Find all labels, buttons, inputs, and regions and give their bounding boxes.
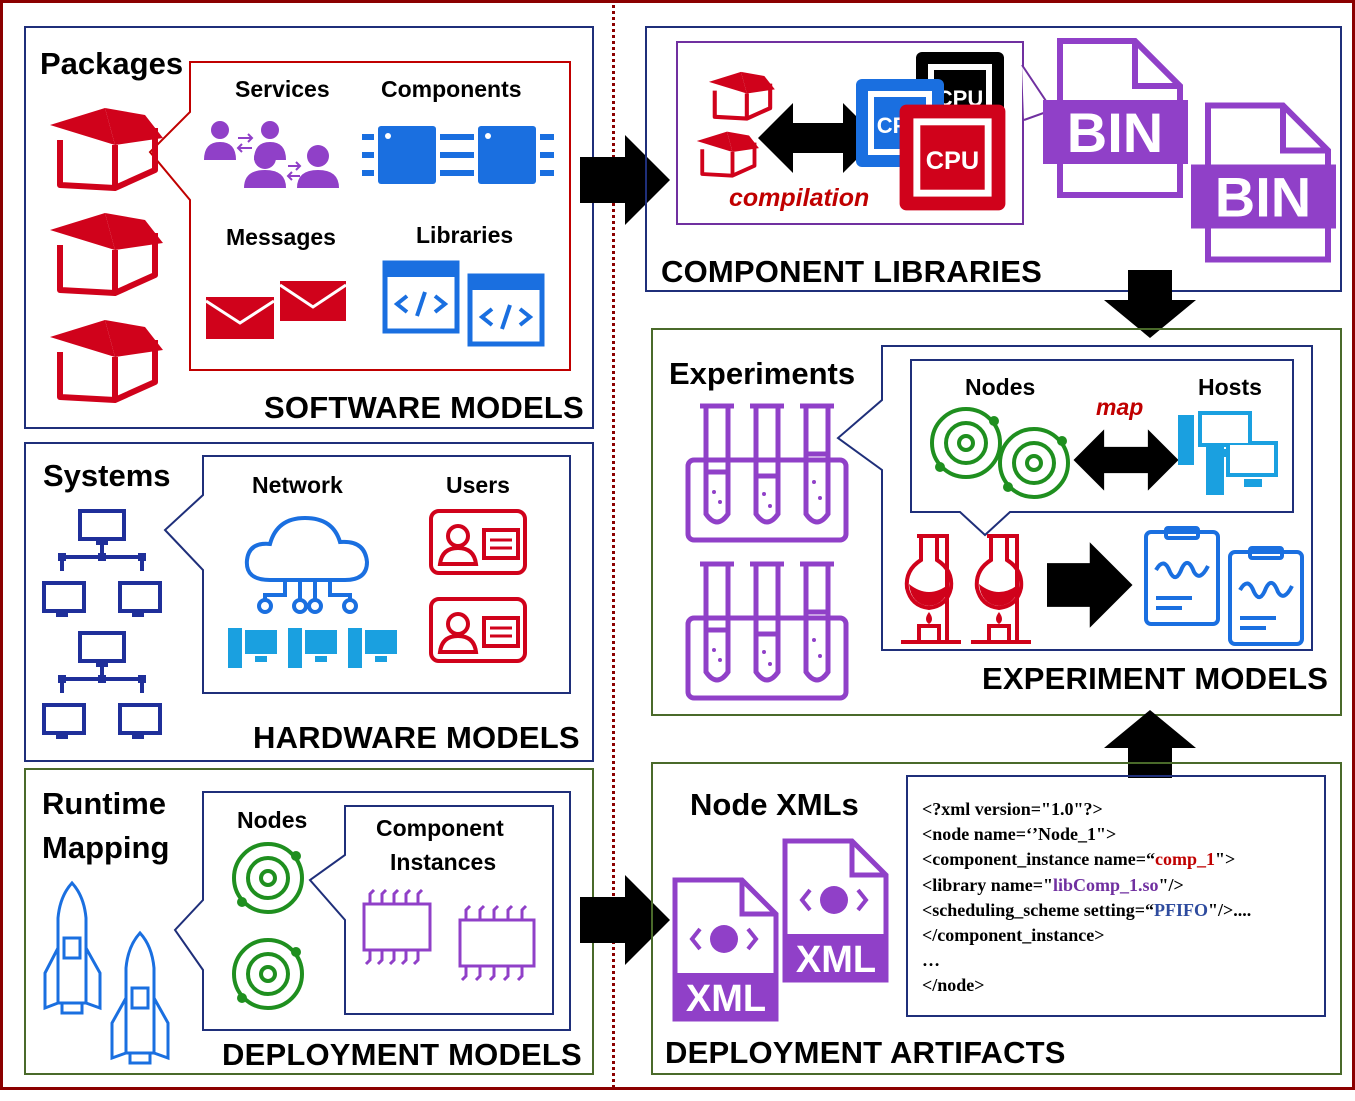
- hardware-models-panel: [24, 442, 594, 762]
- map-label: map: [1096, 394, 1144, 420]
- package-box-icon: [50, 320, 163, 403]
- arrow-software-to-libraries: [580, 135, 670, 225]
- components-label: Components: [381, 76, 522, 102]
- messages-label: Messages: [226, 224, 336, 250]
- deployment-artifacts-title: DEPLOYMENT ARTIFACTS: [665, 1035, 1066, 1070]
- compilation-inner-box: [676, 41, 1024, 225]
- code-text: ">: [1215, 849, 1236, 870]
- arrow-artifacts-to-experiments: [1104, 710, 1196, 778]
- libraries-icon: [382, 260, 545, 347]
- lab-burner-icon: [901, 534, 1031, 644]
- hosts-label: Hosts: [1198, 374, 1262, 400]
- code-value-sched: PFIFO: [1154, 899, 1209, 920]
- code-value-lib: libComp_1.so: [1053, 874, 1159, 895]
- bin-file-icon: BIN: [1043, 38, 1188, 198]
- xml-file-icon: XML: [782, 838, 889, 983]
- code-text: <library name=": [922, 874, 1053, 895]
- divider-line: [612, 0, 615, 1088]
- deployment-artifacts-panel: [651, 762, 1342, 1075]
- cloud-network-icon: [228, 515, 397, 668]
- deployment-nodes-label: Nodes: [237, 807, 308, 833]
- svg-text:BIN: BIN: [1067, 101, 1163, 164]
- network-topology-icon: [42, 509, 162, 739]
- code-line: <component_instance name=“comp_1">: [922, 847, 1251, 872]
- code-line: <scheduling_scheme setting=“PFIFO"/>....: [922, 898, 1251, 923]
- code-text: "/>: [1158, 874, 1184, 895]
- compilation-label: compilation: [729, 184, 870, 212]
- arrow-experiment-to-results: [1047, 542, 1133, 628]
- hosts-computers-icon: [1178, 411, 1278, 495]
- map-double-arrow-icon: [1073, 429, 1179, 491]
- arrow-libraries-to-experiments: [1104, 270, 1196, 338]
- network-label: Network: [252, 472, 343, 498]
- code-line: </component_instance>: [922, 925, 1105, 946]
- xml-code-snippet: <?xml version="1.0"?> <node name=‘’Node_1…: [922, 797, 1251, 999]
- node-orbit-icon: [232, 842, 304, 914]
- code-line: </node>: [922, 975, 985, 996]
- component-libraries-panel: [645, 26, 1342, 292]
- bin-file-icon: BIN: [1191, 102, 1336, 263]
- code-line: <?xml version="1.0"?>: [922, 799, 1103, 819]
- rocket-icon: [43, 880, 170, 1065]
- code-value-comp: comp_1: [1155, 849, 1216, 870]
- component-libraries-title: COMPONENT LIBRARIES: [661, 254, 1042, 289]
- package-box-icon: [50, 108, 163, 191]
- double-arrow-icon: [758, 103, 878, 173]
- code-text: <scheduling_scheme setting=“: [922, 899, 1155, 920]
- runtime-mapping-label-1: Runtime: [42, 786, 166, 821]
- svg-text:XML: XML: [686, 978, 766, 1020]
- node-orbit-icon: [930, 407, 1002, 479]
- deployment-models-title: DEPLOYMENT MODELS: [222, 1037, 582, 1072]
- code-line: <node name=‘’Node_1">: [922, 824, 1117, 845]
- libraries-label: Libraries: [416, 222, 514, 248]
- services-label: Services: [235, 76, 330, 102]
- code-text: <component_instance name=“: [922, 849, 1156, 870]
- packages-label: Packages: [40, 46, 184, 81]
- svg-text:CPU: CPU: [926, 147, 979, 175]
- experiments-label: Experiments: [669, 356, 856, 391]
- node-orbit-icon: [232, 938, 304, 1010]
- svg-text:BIN: BIN: [1215, 166, 1311, 229]
- messages-icon: [205, 281, 347, 339]
- component-chip-icon: [362, 888, 432, 966]
- components-icon: [362, 126, 554, 184]
- services-icon: [204, 121, 339, 188]
- experiment-models-title: EXPERIMENT MODELS: [982, 661, 1329, 696]
- experiment-models-panel: [651, 328, 1342, 716]
- code-line: <library name="libComp_1.so"/>: [922, 873, 1251, 898]
- systems-label: Systems: [43, 458, 171, 493]
- code-text: "/>....: [1208, 899, 1252, 920]
- package-box-icon: [50, 213, 163, 296]
- component-chip-icon: [458, 904, 536, 982]
- software-models-panel: [24, 26, 594, 429]
- software-models-title: SOFTWARE MODELS: [264, 390, 584, 425]
- node-orbit-icon: [998, 427, 1070, 499]
- test-tubes-icon: [685, 561, 849, 701]
- component-instances-label-1: Component: [376, 815, 504, 841]
- cpu-chip-icon: CPU: [899, 104, 1006, 211]
- user-card-icon: [429, 509, 527, 575]
- test-tubes-icon: [685, 403, 849, 543]
- node-xmls-label: Node XMLs: [690, 787, 859, 822]
- user-card-icon: [429, 597, 527, 663]
- package-box-icon: [708, 71, 775, 121]
- xml-code-box: [906, 775, 1326, 1017]
- component-instances-label-2: Instances: [390, 849, 497, 875]
- hardware-models-title: HARDWARE MODELS: [253, 720, 580, 755]
- runtime-mapping-label-2: Mapping: [42, 830, 170, 865]
- xml-file-icon: XML: [672, 877, 779, 1022]
- code-line: …: [922, 950, 940, 971]
- users-label: Users: [446, 472, 510, 498]
- experiment-nodes-label: Nodes: [965, 374, 1036, 400]
- results-clipboard-icon: [1144, 526, 1304, 646]
- svg-text:XML: XML: [796, 939, 876, 981]
- package-box-icon: [696, 131, 759, 178]
- arrow-deployment-to-artifacts: [580, 875, 670, 965]
